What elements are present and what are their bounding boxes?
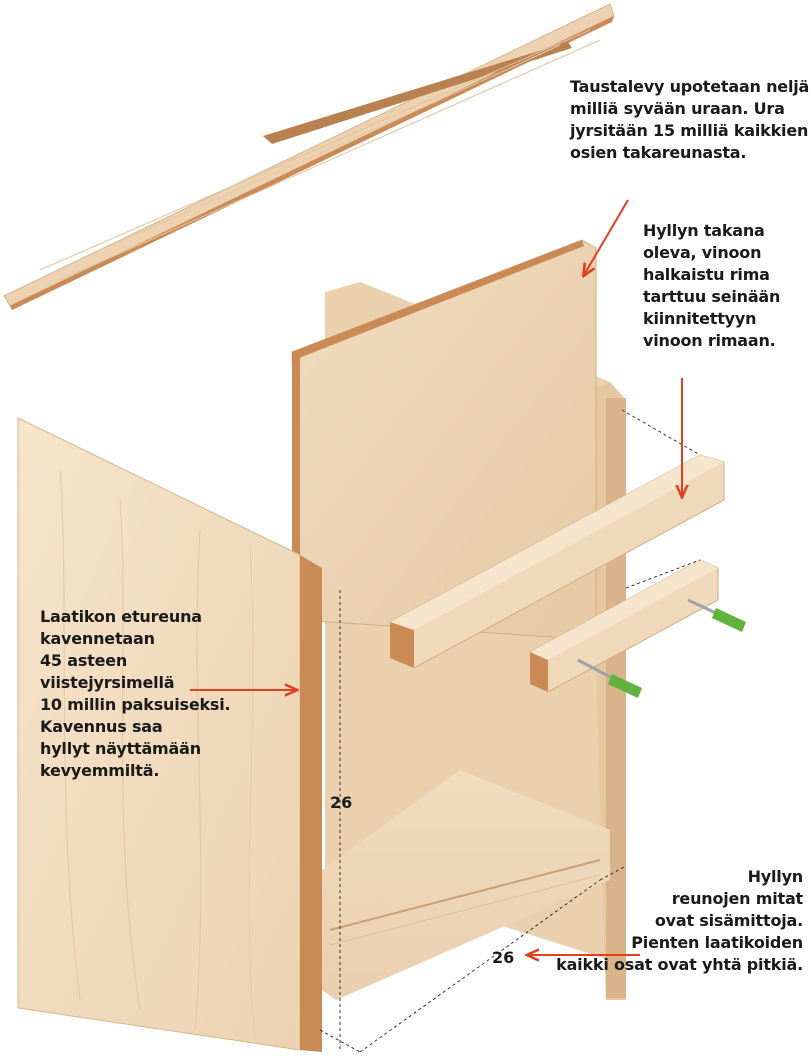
callout-line: vinoon rimaan. — [643, 331, 776, 350]
callout-line: Pienten laatikoiden — [631, 933, 803, 952]
wall-anchor-upper — [687, 598, 746, 632]
callout-line: halkaistu rima — [643, 265, 770, 284]
box-floor — [322, 770, 610, 1000]
callout-line: 45 asteen — [40, 651, 128, 670]
top-lid — [3, 3, 615, 310]
callout-line: oleva, vinoon — [643, 243, 762, 262]
callout-arrows — [190, 199, 682, 955]
callout-line: 10 millin paksuiseksi. — [40, 695, 231, 714]
callout-line: kavennetaan — [40, 629, 155, 648]
callout-line: Kavennus saa — [40, 717, 163, 736]
callout-line: ovat sisämittoja. — [654, 911, 803, 930]
upper-shelf-cleat — [389, 454, 725, 669]
left-side-panel — [17, 417, 322, 1052]
callout-back-panel: Taustalevy upotetaan neljä milliä syvään… — [570, 76, 809, 164]
height-dimension-label: 26 — [330, 793, 353, 812]
callout-line: tarttuu seinään — [643, 287, 781, 306]
callout-line: milliä syvään uraan. Ura — [570, 99, 785, 118]
callout-line: Hyllyn — [747, 867, 804, 886]
guide-lines — [319, 409, 701, 1053]
callout-line: kevyemmiltä. — [40, 761, 160, 780]
callout-dimensions-note: Hyllyn reunojen mitat ovat sisämittoja. … — [556, 866, 803, 976]
callout-line: jyrsitään 15 milliä kaikkien — [570, 121, 809, 140]
wall-cleat — [529, 559, 719, 693]
callout-line: osien takareunasta. — [570, 143, 747, 162]
callout-line: hyllyt näyttämään — [40, 739, 201, 758]
callout-cleat: Hyllyn takana oleva, vinoon halkaistu ri… — [643, 220, 780, 352]
callout-line: Hyllyn takana — [643, 221, 765, 240]
callout-line: viistejyrsimellä — [40, 673, 175, 692]
callout-line: kiinnitettyyn — [643, 309, 757, 328]
callout-line: Taustalevy upotetaan neljä — [570, 77, 809, 96]
callout-line: Laatikon etureuna — [40, 607, 202, 626]
arrow-back-panel — [584, 199, 629, 275]
callout-front-edge: Laatikon etureuna kavennetaan 45 asteen … — [40, 606, 231, 782]
back-plywood-panel — [291, 239, 597, 641]
depth-dimension-label: 26 — [492, 948, 515, 967]
callout-line: reunojen mitat — [671, 889, 803, 908]
wall-anchor-lower — [577, 658, 642, 698]
callout-line: kaikki osat ovat yhtä pitkiä. — [556, 955, 803, 974]
